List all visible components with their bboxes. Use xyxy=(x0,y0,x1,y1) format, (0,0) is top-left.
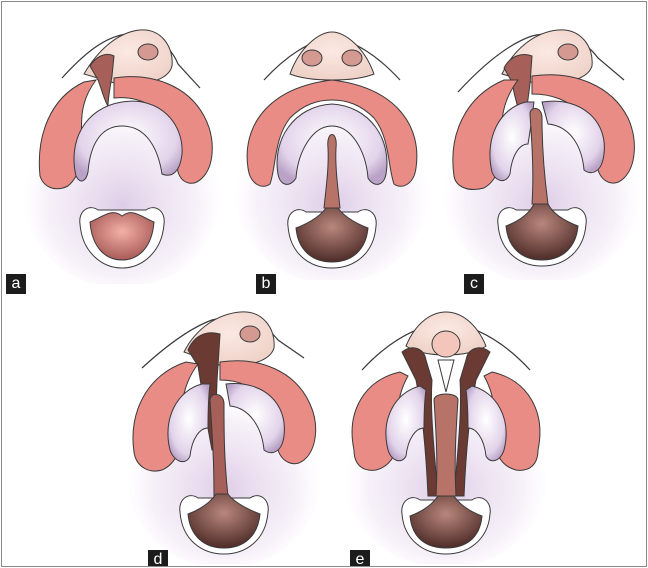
panel-b-label: b xyxy=(256,274,276,294)
panel-e-illustration xyxy=(342,300,550,564)
panel-d xyxy=(126,300,322,564)
panel-a xyxy=(22,16,222,284)
panel-a-label: a xyxy=(6,274,26,294)
panel-e-label: e xyxy=(350,550,370,567)
panel-b xyxy=(234,18,430,280)
panel-d-illustration xyxy=(126,300,322,564)
panel-b-illustration xyxy=(234,18,430,280)
panel-c xyxy=(442,14,642,280)
panel-c-label: c xyxy=(464,274,484,294)
panel-c-illustration xyxy=(442,14,642,280)
panel-e xyxy=(342,300,550,564)
panel-a-illustration xyxy=(22,16,222,284)
panel-d-label: d xyxy=(148,550,168,567)
